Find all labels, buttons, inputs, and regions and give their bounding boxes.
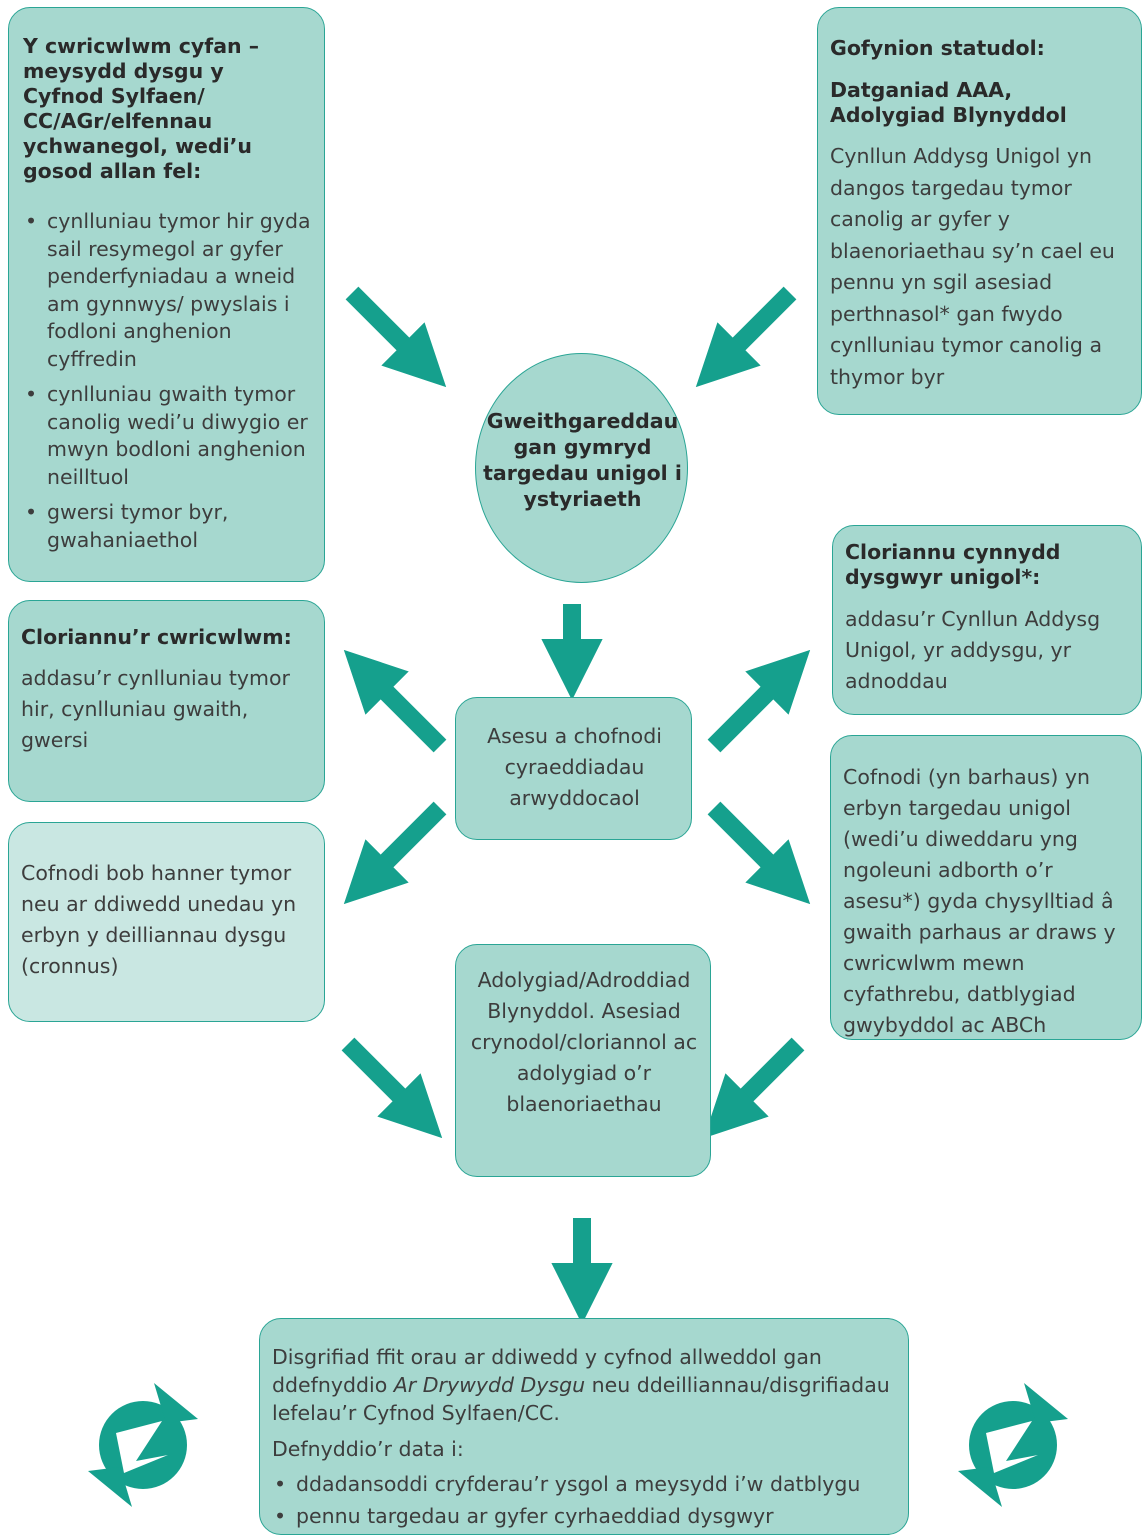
arrow-statutory-to-activities [695, 286, 797, 388]
arrow-assess-to-record-half-term [343, 801, 447, 905]
arrow-record-continuous-to-review [703, 1037, 805, 1139]
cycle-icon-right [958, 1383, 1068, 1507]
cycle-icon-left [88, 1383, 198, 1507]
statutory-box: Gofynion statudol: Datganiad AAA, Adolyg… [817, 7, 1142, 415]
arrow-curriculum-to-activities [345, 286, 447, 388]
statutory-subtitle: Datganiad AAA, Adolygiad Blynyddol [830, 78, 1067, 127]
arrow-assess-to-evaluate-curriculum [343, 649, 447, 753]
arrow-assess-to-record-continuous [707, 801, 811, 905]
best-fit-text-b: neu ddeilliannau/disgrifiadau lefelau’r … [272, 1373, 890, 1425]
record-continuous-body: Cofnodi (yn barhaus) yn erbyn targedau u… [843, 765, 1116, 1037]
arrow-assess-to-evaluate-progress [707, 649, 811, 753]
best-fit-italic: Ar Drywydd Dysgu [393, 1373, 586, 1397]
best-fit-text: Disgrifiad ffit orau ar ddiwedd y cyfnod… [272, 1343, 902, 1538]
evaluate-curriculum-title: Cloriannu’r cwricwlwm: [21, 625, 292, 649]
best-fit-list: ddadansoddi cryfderau’r ysgol a meysydd … [272, 1471, 902, 1530]
record-half-term-box: Cofnodi bob hanner tymor neu ar ddiwedd … [8, 822, 325, 1022]
list-item: ddadansoddi cryfderau’r ysgol a meysydd … [272, 1471, 902, 1499]
best-fit-paragraph-2: Defnyddio’r data i: [272, 1437, 464, 1461]
evaluate-progress-body: addasu’r Cynllun Addysg Unigol, yr addys… [845, 607, 1101, 693]
curriculum-title: Y cwricwlwm cyfan – meysydd dysgu y Cyfn… [23, 34, 260, 183]
record-continuous-box: Cofnodi (yn barhaus) yn erbyn targedau u… [830, 735, 1142, 1040]
evaluate-progress-title: Cloriannu cynnydd dysgwyr unigol*: [845, 540, 1061, 589]
curriculum-box: Y cwricwlwm cyfan – meysydd dysgu y Cyfn… [8, 7, 325, 582]
assess-body: Asesu a chofnodi cyraeddiadau arwyddocao… [487, 724, 662, 810]
statutory-title: Gofynion statudol: [830, 36, 1045, 60]
evaluate-curriculum-box: Cloriannu’r cwricwlwm: addasu’r cynlluni… [8, 600, 325, 802]
statutory-body: Cynllun Addysg Unigol yn dangos targedau… [830, 144, 1115, 389]
annual-review-box: Adolygiad/Adroddiad Blynyddol. Asesiad c… [455, 944, 711, 1177]
best-fit-paragraph-1: Disgrifiad ffit orau ar ddiwedd y cyfnod… [272, 1343, 902, 1427]
list-item: gwersi tymor byr, gwahaniaethol [23, 499, 313, 554]
activities-circle: Gweithgareddau gan gymryd targedau unigo… [475, 353, 688, 583]
best-fit-text-a: Disgrifiad ffit orau ar ddiwedd y cyfnod… [272, 1345, 822, 1397]
list-item: pennu targedau ar gyfer cyrhaeddiad dysg… [272, 1503, 902, 1531]
activities-title: Gweithgareddau gan gymryd targedau unigo… [483, 409, 682, 511]
list-item: cynlluniau tymor hir gyda sail resymegol… [23, 208, 313, 373]
evaluate-progress-box: Cloriannu cynnydd dysgwyr unigol*: addas… [832, 525, 1142, 715]
record-half-term-body: Cofnodi bob hanner tymor neu ar ddiwedd … [21, 861, 297, 978]
curriculum-list: cynlluniau tymor hir gyda sail resymegol… [23, 208, 313, 562]
assess-box: Asesu a chofnodi cyraeddiadau arwyddocao… [455, 697, 692, 840]
list-item: cynlluniau gwaith tymor canolig wedi’u d… [23, 381, 313, 491]
best-fit-box: Disgrifiad ffit orau ar ddiwedd y cyfnod… [259, 1318, 909, 1535]
annual-review-body: Adolygiad/Adroddiad Blynyddol. Asesiad c… [470, 968, 698, 1116]
arrow-record-half-term-to-review [341, 1037, 443, 1139]
evaluate-curriculum-body: addasu’r cynlluniau tymor hir, cynllunia… [21, 666, 290, 752]
